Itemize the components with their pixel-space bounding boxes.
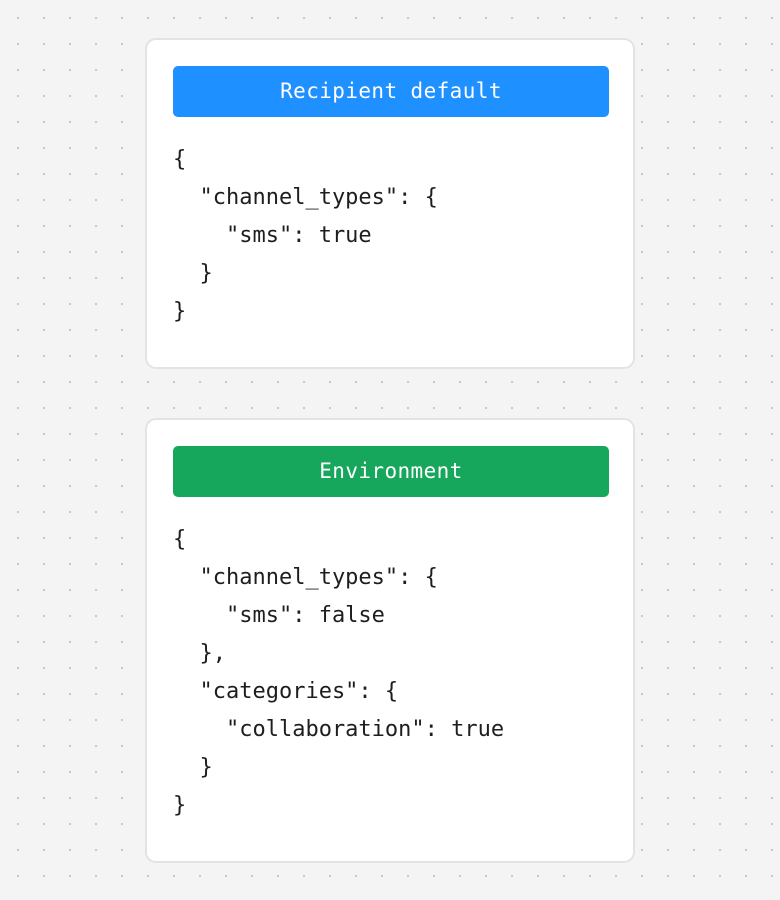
card-body-recipient-default: { "channel_types": { "sms": true } } (173, 141, 607, 331)
card-environment: Environment { "channel_types": { "sms": … (145, 418, 635, 863)
json-code-block-recipient-default: { "channel_types": { "sms": true } } (173, 147, 438, 324)
json-code-block-environment: { "channel_types": { "sms": false }, "ca… (173, 527, 505, 818)
card-body-environment: { "channel_types": { "sms": false }, "ca… (173, 521, 607, 825)
card-recipient-default: Recipient default { "channel_types": { "… (145, 38, 635, 369)
card-header-label: Recipient default (280, 79, 502, 103)
card-header-label: Environment (319, 459, 463, 483)
card-header-environment[interactable]: Environment (173, 446, 609, 497)
card-header-recipient-default[interactable]: Recipient default (173, 66, 609, 117)
